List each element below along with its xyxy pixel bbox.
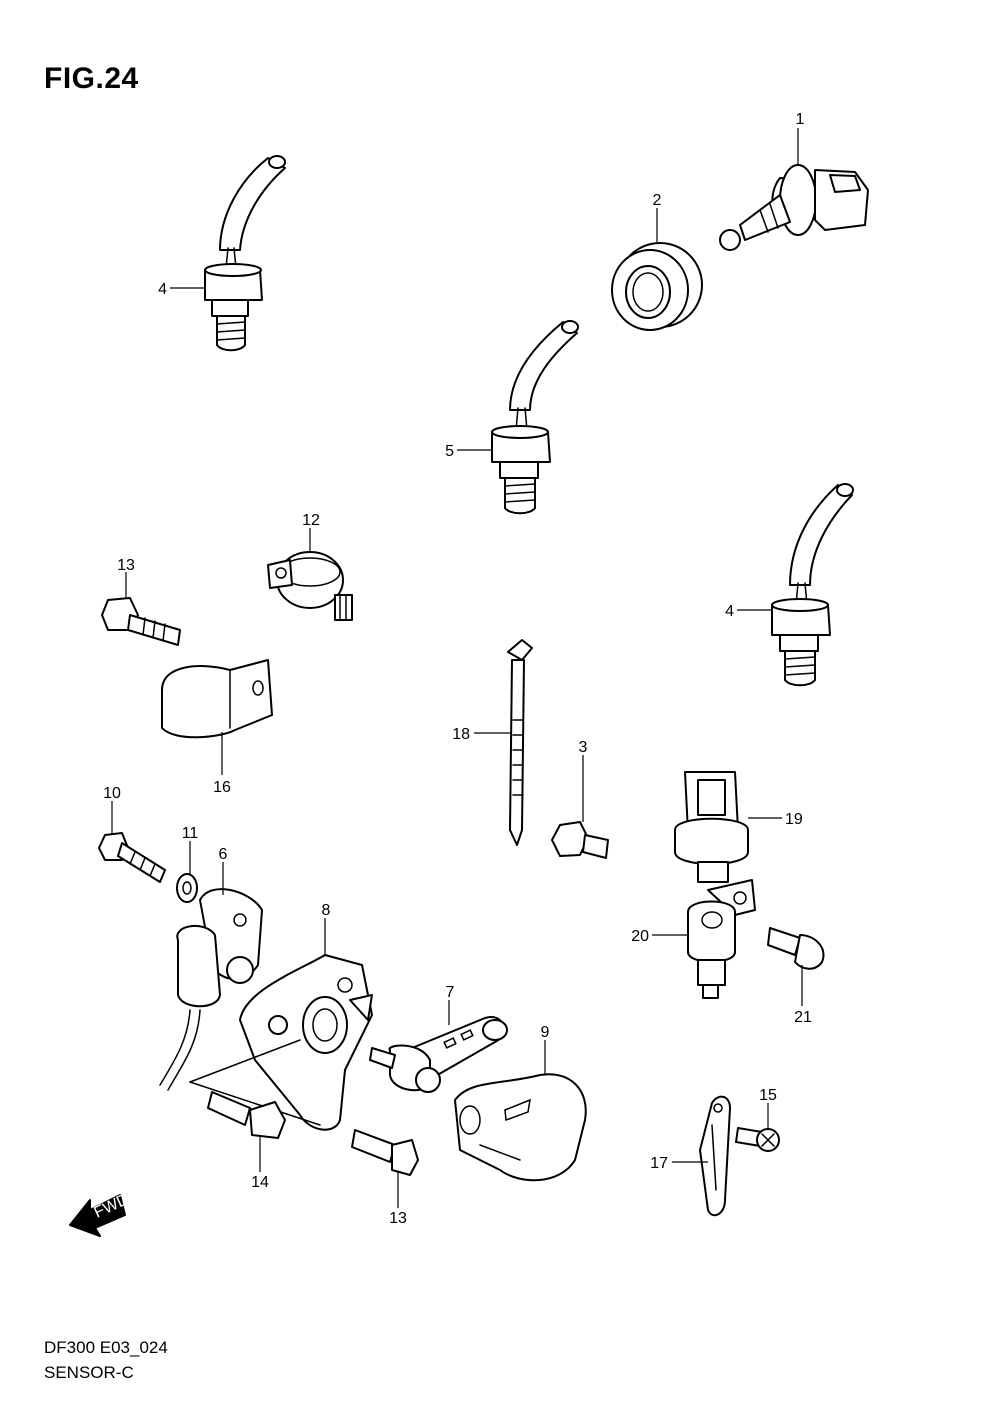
part-16-clamp[interactable] — [161, 659, 273, 739]
callout-4-right: 4 — [725, 603, 734, 620]
part-2-grommet[interactable] — [611, 242, 703, 331]
callout-1: 1 — [796, 111, 805, 128]
callout-12: 12 — [302, 512, 320, 529]
callout-16: 16 — [213, 779, 231, 796]
callout-17: 17 — [650, 1155, 668, 1172]
part-11-washer[interactable] — [176, 873, 198, 903]
part-4-temperature-sensor[interactable] — [204, 155, 286, 352]
part-18-cable-tie[interactable] — [507, 639, 533, 846]
part-13-bolt-lower[interactable] — [351, 1129, 419, 1176]
part-3-bolt[interactable] — [551, 821, 609, 859]
model-code: DF300 E03_024 — [44, 1338, 168, 1357]
part-13-bolt-upper[interactable] — [101, 597, 181, 646]
part-21-bolt[interactable] — [767, 927, 825, 970]
callout-11: 11 — [182, 825, 199, 842]
part-4-temperature-sensor-right[interactable] — [771, 483, 854, 687]
callout-6: 6 — [219, 846, 228, 863]
part-5-sensor[interactable] — [491, 320, 579, 515]
part-17-strap[interactable] — [699, 1095, 731, 1217]
section-name: SENSOR-C — [44, 1363, 134, 1382]
callout-8: 8 — [322, 902, 331, 919]
callout-14: 14 — [251, 1174, 269, 1191]
part-14-bolt[interactable] — [207, 1091, 286, 1139]
callout-15: 15 — [759, 1087, 777, 1104]
part-1-sensor-connector[interactable] — [719, 164, 869, 251]
callout-7: 7 — [446, 984, 455, 1001]
part-9-sensor-body[interactable] — [454, 1073, 587, 1182]
forward-arrow-icon: FWD — [69, 1191, 132, 1237]
callout-numbers: 1 2 4 5 12 13 4 16 18 3 19 10 11 6 8 20 … — [103, 111, 812, 1227]
part-12-knock-sensor[interactable] — [267, 551, 353, 621]
figure-title: FIG.24 — [44, 62, 139, 95]
callout-10: 10 — [103, 785, 121, 802]
part-19-pressure-switch[interactable] — [674, 771, 749, 883]
callout-5: 5 — [445, 443, 454, 460]
leader-lines — [111, 128, 803, 1208]
callout-4-upper: 4 — [158, 281, 167, 298]
part-15-screw[interactable] — [735, 1127, 780, 1152]
part-7-link-rod[interactable] — [369, 1016, 508, 1093]
callout-19: 19 — [785, 811, 803, 828]
callout-13-upper: 13 — [117, 557, 135, 574]
callout-20: 20 — [631, 928, 649, 945]
callout-21: 21 — [794, 1009, 812, 1026]
callout-18: 18 — [452, 726, 470, 743]
callout-9: 9 — [541, 1024, 550, 1041]
part-8-bracket-plate[interactable] — [189, 954, 373, 1131]
part-6-sensor-bracket[interactable] — [159, 888, 263, 1091]
callout-13-lower: 13 — [389, 1210, 407, 1227]
callout-3: 3 — [579, 739, 588, 756]
part-20-fitting[interactable] — [687, 879, 756, 999]
part-10-bolt[interactable] — [98, 832, 166, 883]
callout-2: 2 — [653, 192, 662, 209]
